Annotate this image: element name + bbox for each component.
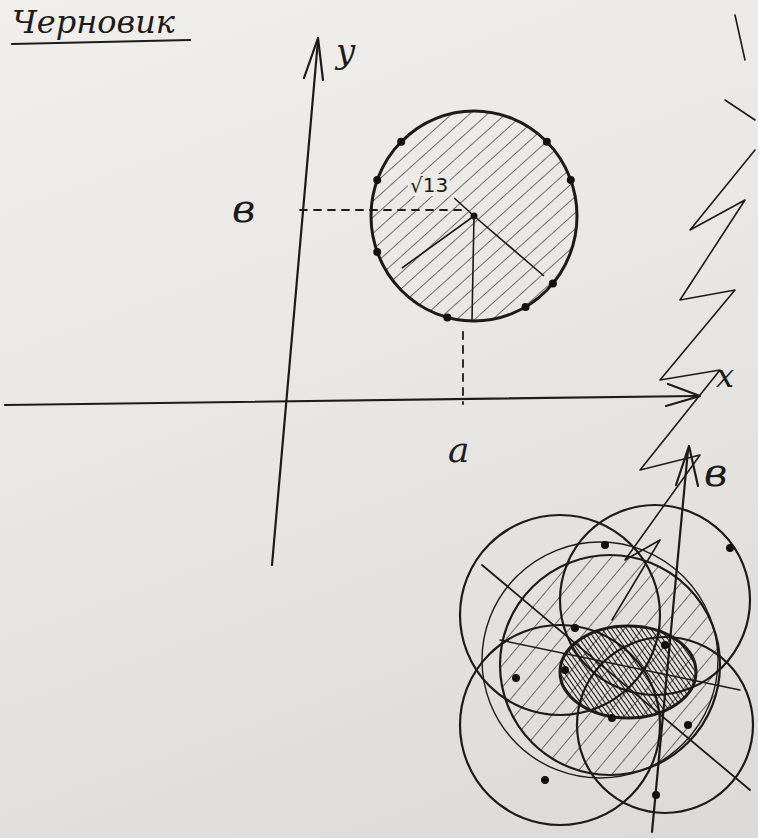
circle-point	[397, 138, 405, 146]
diagonal-line	[500, 640, 740, 690]
circle-point	[373, 248, 381, 256]
guide-line	[462, 332, 464, 404]
radius-line	[474, 216, 544, 276]
circle-point	[522, 303, 530, 311]
axis-arrowhead	[304, 38, 323, 80]
radius-line	[472, 216, 474, 321]
axis-arrowhead	[666, 384, 700, 406]
title-underline	[12, 40, 190, 44]
axis-label: в	[232, 188, 255, 228]
axis-label: y	[336, 34, 355, 68]
circle-point	[543, 138, 551, 146]
radius-line	[454, 198, 474, 216]
radius-label: √13	[408, 174, 450, 196]
radius-line	[402, 216, 474, 268]
b-axis	[652, 450, 688, 832]
diagonal-line	[482, 565, 750, 790]
scribble	[612, 150, 755, 620]
circle-outline	[368, 108, 580, 324]
axis-label: a	[448, 432, 469, 468]
intersection-lens	[560, 626, 696, 718]
circle-border	[371, 111, 577, 321]
axis-label: в	[704, 452, 727, 492]
circle-point	[443, 313, 451, 321]
axis-label: x	[716, 360, 734, 392]
y-axis	[272, 40, 318, 565]
points	[512, 541, 734, 799]
hatched-circle: √13	[368, 108, 580, 324]
axis-arrowhead	[676, 446, 698, 486]
circle-point	[373, 176, 381, 184]
circle-sketch	[500, 555, 720, 775]
circle-point	[567, 176, 575, 184]
circle-sketch	[482, 542, 718, 778]
circle-point	[549, 279, 557, 287]
scribble	[725, 15, 755, 120]
sketch-title: Черновик	[12, 6, 175, 38]
x-axis	[5, 396, 698, 405]
